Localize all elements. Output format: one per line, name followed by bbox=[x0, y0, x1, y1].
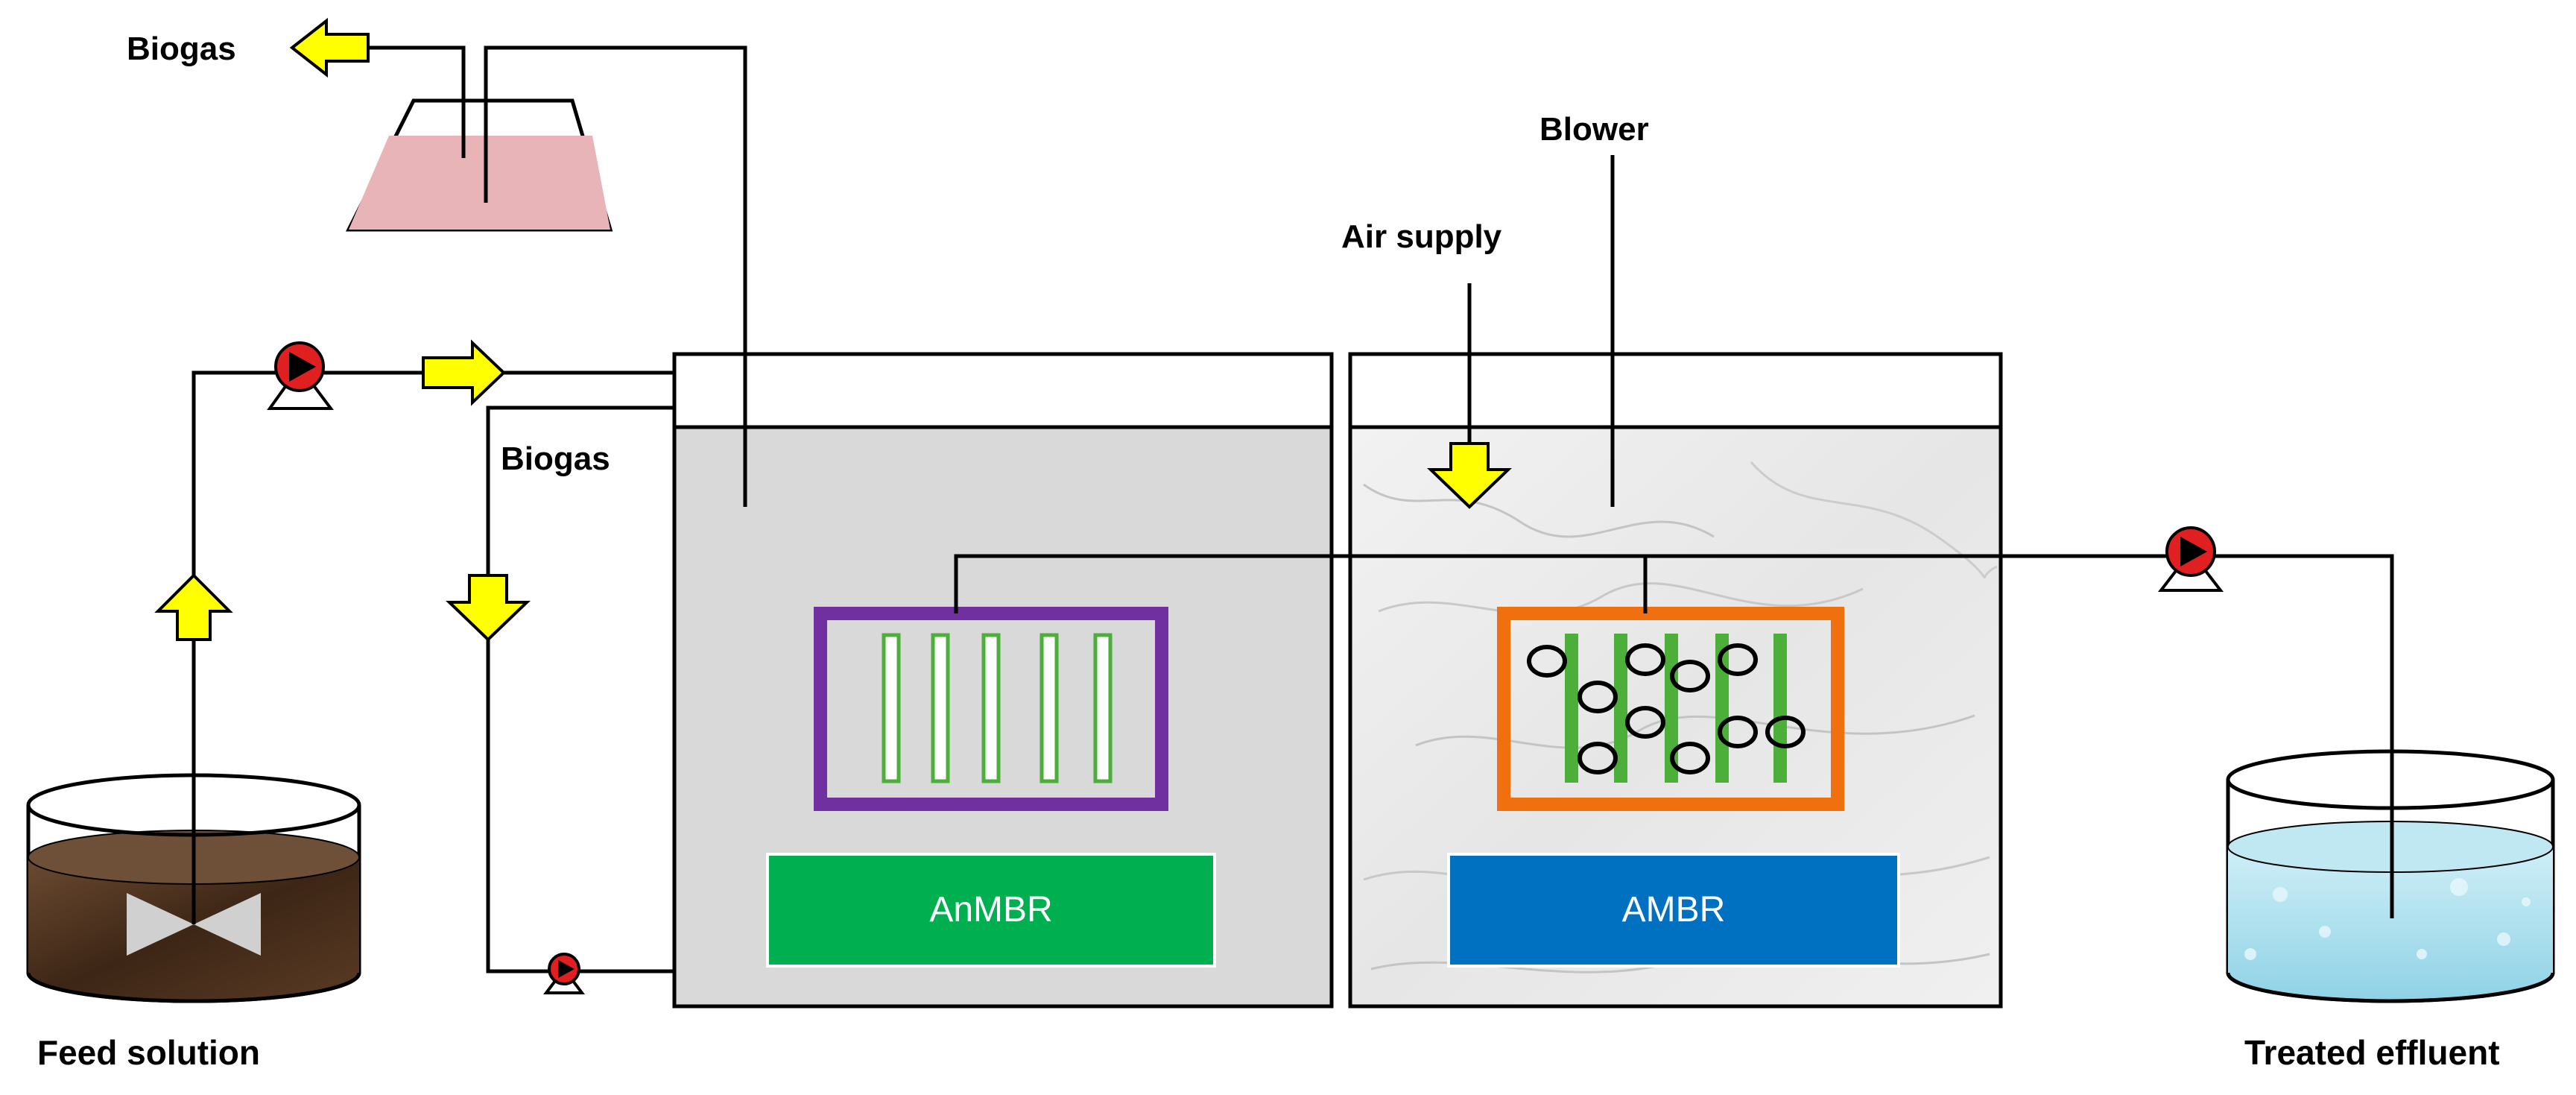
air-bubble bbox=[1625, 643, 1665, 676]
ambr-fiber bbox=[1614, 634, 1627, 783]
feed-solution-label: Feed solution bbox=[37, 1033, 260, 1072]
gas-line-to-anmbr bbox=[484, 45, 747, 507]
feed-up-arrow bbox=[154, 573, 233, 641]
anmbr-fiber bbox=[1093, 633, 1113, 783]
ambr-label: AMBR bbox=[1622, 890, 1726, 930]
anmbr-label: AnMBR bbox=[929, 890, 1052, 930]
air-bubble bbox=[1718, 643, 1758, 676]
air-bubble bbox=[1718, 716, 1758, 748]
ambr-fiber bbox=[1565, 634, 1578, 783]
anmbr-fiber bbox=[1039, 633, 1059, 783]
biogas-outlet-label: Biogas bbox=[127, 31, 236, 67]
permeate-pipe bbox=[954, 554, 2394, 918]
air-supply-label: Air supply bbox=[1341, 218, 1502, 255]
anmbr-label-box bbox=[766, 853, 1216, 968]
biogas-recirculation-pipe bbox=[486, 406, 674, 973]
feed-tank bbox=[26, 773, 361, 1003]
air-bubble bbox=[1577, 742, 1618, 774]
recirculation-pump bbox=[543, 953, 585, 994]
mixer-impeller bbox=[127, 893, 261, 956]
ambr-label-box bbox=[1447, 853, 1900, 968]
permeate-pump bbox=[2157, 526, 2224, 592]
air-bubble bbox=[1670, 660, 1710, 692]
anmbr-membrane-module bbox=[814, 607, 1168, 811]
air-bubble bbox=[1670, 742, 1710, 774]
air-bubble bbox=[1765, 716, 1806, 748]
blower-label: Blower bbox=[1539, 111, 1649, 148]
biogas-outlet-arrow bbox=[289, 17, 370, 78]
air-bubble bbox=[1625, 706, 1665, 739]
ambr-fiber bbox=[1773, 634, 1787, 783]
gas-collection-bottle bbox=[345, 98, 613, 232]
treated-effluent-label: Treated effluent bbox=[2244, 1033, 2500, 1072]
anmbr-fiber bbox=[981, 633, 1001, 783]
anmbr-fiber bbox=[882, 633, 901, 783]
feed-pipe bbox=[192, 370, 674, 924]
biogas-return-label: Biogas bbox=[501, 441, 610, 477]
air-bubble bbox=[1527, 645, 1567, 678]
ambr-membrane-module bbox=[1497, 607, 1844, 811]
biogas-down-arrow bbox=[446, 574, 531, 642]
feed-pump bbox=[267, 341, 334, 410]
anmbr-fiber bbox=[931, 633, 950, 783]
biogas-outlet-pipe bbox=[368, 45, 466, 158]
air-supply-arrow bbox=[1427, 442, 1512, 509]
air-bubble bbox=[1577, 681, 1618, 713]
feed-right-arrow bbox=[422, 339, 506, 406]
